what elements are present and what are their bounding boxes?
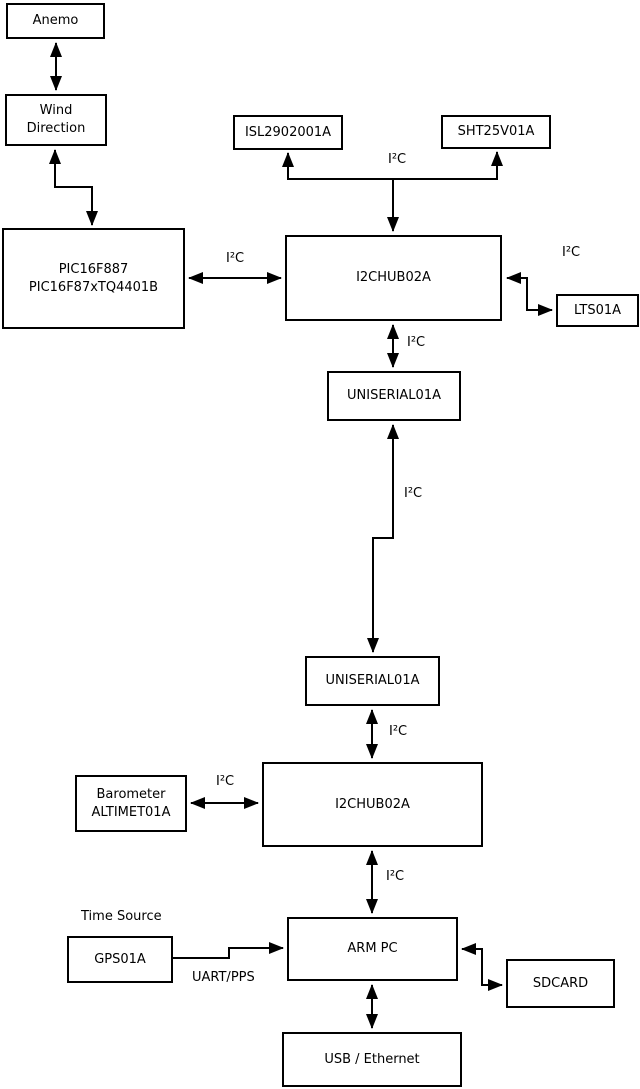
- edge-gps-armpc: [173, 942, 284, 959]
- edge-label-i2c-hub1-lts: I²C: [562, 245, 581, 260]
- edge-label-i2c-hub1-sensors: I²C: [388, 152, 407, 167]
- edge-label-i2c-pic-hub1: I²C: [226, 251, 245, 266]
- block-usb-ethernet: USB / Ethernet: [282, 1032, 462, 1087]
- block-wind-direction: Wind Direction: [5, 94, 107, 146]
- block-isl2902001a: ISL2902001A: [233, 115, 343, 150]
- edge-armpc-sdcard: [461, 943, 503, 991]
- block-i2chub02a-2: I2CHUB02A: [262, 762, 483, 847]
- edge-label-i2c-baro-hub2: I²C: [216, 774, 235, 789]
- edge-label-i2c-uni2-hub2: I²C: [389, 724, 408, 739]
- edge-uniserial1-uniserial2: [367, 424, 399, 653]
- block-barometer: Barometer ALTIMET01A: [75, 775, 187, 832]
- edge-label-i2c-hub2-armpc: I²C: [386, 869, 405, 884]
- edge-label-uart-pps: UART/PPS: [192, 970, 255, 985]
- edge-label-i2c-hub1-uni1: I²C: [407, 335, 426, 350]
- edge-hub1-lts: [506, 272, 553, 316]
- edge-label-time-source: Time Source: [81, 909, 162, 924]
- edge-wind-pic: [49, 149, 98, 226]
- block-i2chub02a-1: I2CHUB02A: [285, 235, 502, 321]
- block-lts01a: LTS01A: [556, 294, 639, 327]
- block-uniserial01a-1: UNISERIAL01A: [327, 371, 461, 421]
- block-pic16f887: PIC16F887 PIC16F87xTQ4401B: [2, 228, 185, 329]
- block-anemo: Anemo: [6, 3, 105, 39]
- block-uniserial01a-2: UNISERIAL01A: [305, 656, 440, 706]
- block-sdcard: SDCARD: [506, 959, 615, 1008]
- block-gps01a: GPS01A: [67, 936, 173, 983]
- block-arm-pc: ARM PC: [287, 917, 458, 981]
- block-sht25v01a: SHT25V01A: [441, 115, 551, 149]
- edge-label-i2c-uni1-uni2: I²C: [404, 486, 423, 501]
